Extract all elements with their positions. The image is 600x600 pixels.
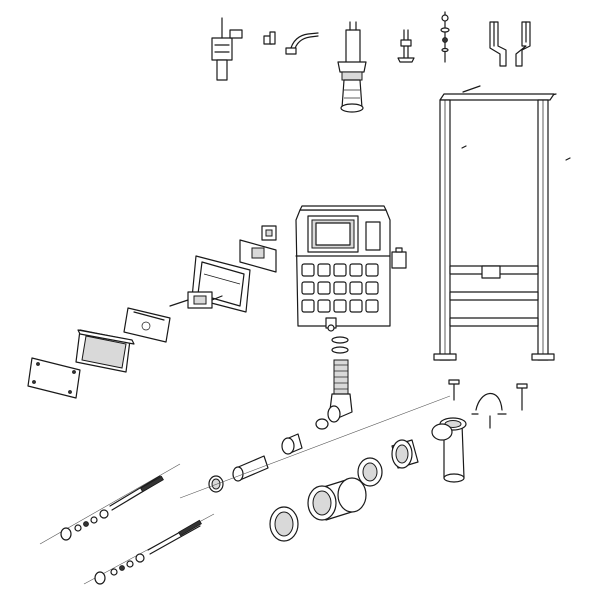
- bracket-part: [397, 29, 415, 63]
- pan-connector-bend: [431, 417, 467, 483]
- mounting-plate-small: [239, 239, 277, 273]
- screw-stack-part: [440, 11, 450, 63]
- cistern-grid: [301, 263, 379, 313]
- fill-valve-part: [211, 17, 243, 81]
- waste-pipe-large: [307, 477, 367, 521]
- coupling-small: [281, 433, 303, 455]
- assembly-axis: [179, 395, 451, 499]
- threaded-rod-upper: [39, 463, 181, 545]
- inlet-connector: [261, 225, 277, 241]
- wall-plate: [123, 307, 171, 343]
- threaded-rod-lower: [83, 513, 215, 585]
- cistern-tank: [295, 205, 391, 332]
- flex-hose-part: [285, 32, 319, 55]
- support-bracket-left-part: [489, 21, 507, 67]
- mounting-frame: [433, 85, 571, 361]
- protective-box: [75, 329, 135, 373]
- actuator-mechanism: [169, 291, 223, 309]
- pipe-clamp: [448, 379, 528, 429]
- flush-valve-part: [337, 21, 367, 113]
- connector-tube: [208, 455, 269, 493]
- cover-plate: [27, 357, 81, 399]
- clip-part: [263, 31, 276, 45]
- pipe-sleeve-mid: [357, 439, 419, 487]
- pipe-seal-large: [269, 506, 299, 542]
- support-bracket-right-part: [515, 21, 531, 67]
- cistern-clip: [391, 247, 407, 269]
- flush-bend: [315, 336, 353, 430]
